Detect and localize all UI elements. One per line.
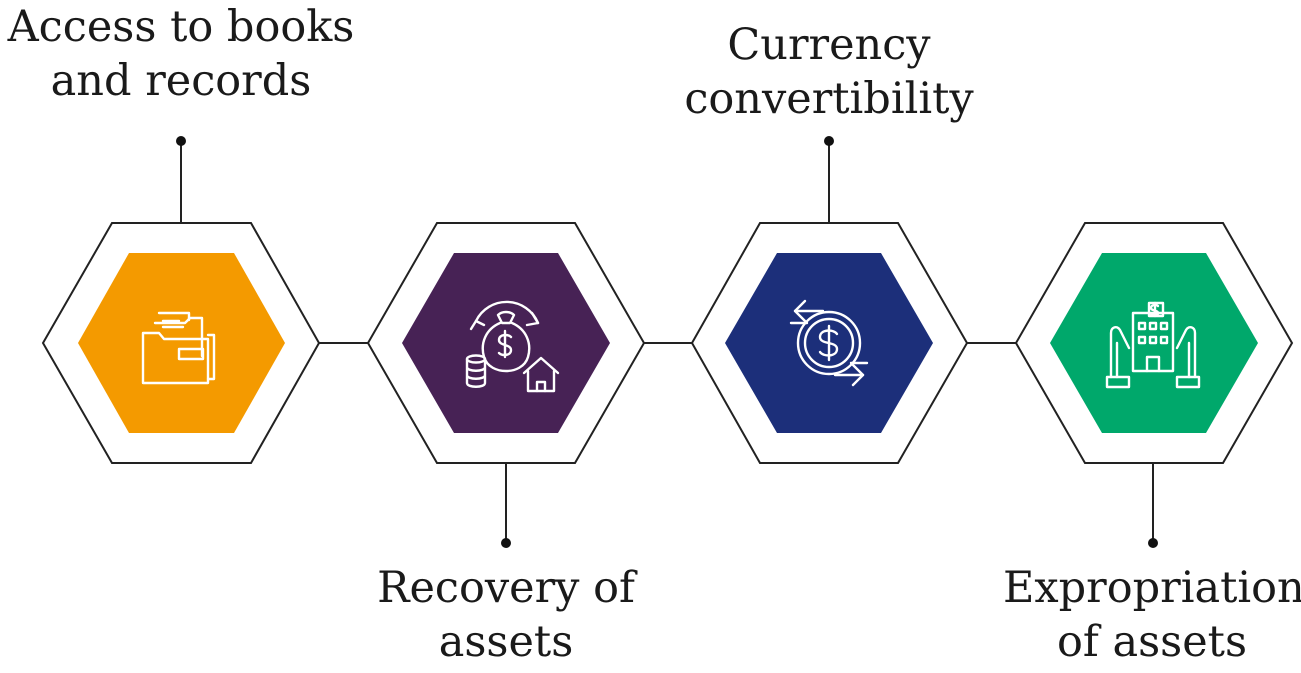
step-1-label-line-2: and records bbox=[50, 56, 312, 106]
step-3-label-line-1: Currency bbox=[727, 20, 931, 70]
step-1-dot bbox=[176, 136, 186, 146]
step-2-label: Recovery of assets bbox=[346, 561, 666, 669]
step-1-node bbox=[41, 136, 321, 464]
step-1-inner-hexagon bbox=[78, 253, 285, 433]
step-3-node bbox=[690, 136, 969, 464]
step-1-label: Access to books and records bbox=[6, 0, 356, 108]
folder-documents-icon bbox=[141, 311, 216, 385]
step-4-label-line-2: of assets bbox=[1056, 617, 1248, 667]
step-4-label: Expropriation of assets bbox=[1003, 561, 1301, 669]
step-4-dot bbox=[1148, 538, 1158, 548]
step-1-label-line-1: Access to books bbox=[7, 2, 355, 52]
money-bag-recovery-icon bbox=[465, 300, 560, 393]
step-2-node bbox=[366, 222, 646, 548]
step-4-node bbox=[1014, 222, 1294, 548]
hands-building-icon bbox=[1105, 301, 1201, 389]
step-3-label: Currency convertibility bbox=[674, 18, 984, 126]
step-4-label-line-1: Expropriation bbox=[1003, 563, 1301, 613]
currency-exchange-icon bbox=[789, 299, 869, 387]
step-2-label-line-2: assets bbox=[438, 617, 574, 667]
step-3-dot bbox=[824, 136, 834, 146]
step-3-label-line-2: convertibility bbox=[684, 74, 974, 124]
step-2-label-line-1: Recovery of bbox=[377, 563, 635, 613]
step-2-dot bbox=[501, 538, 511, 548]
